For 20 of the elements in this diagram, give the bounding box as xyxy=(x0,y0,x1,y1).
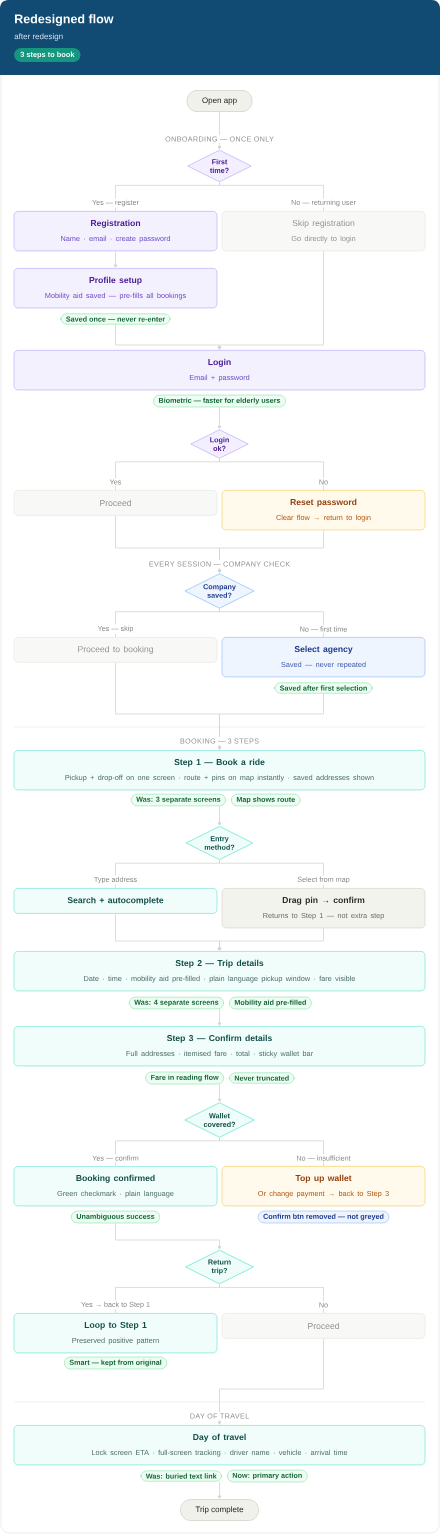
terminal-pill: Trip complete xyxy=(180,1499,259,1521)
connector-arrow xyxy=(217,1338,324,1425)
connector-arrow xyxy=(217,529,324,573)
connector-arrow xyxy=(217,693,324,750)
process-box: Proceed xyxy=(13,490,218,516)
process-box: Search + autocomplete xyxy=(13,888,218,914)
connector-arrow xyxy=(217,250,324,350)
connector-arrow xyxy=(217,1008,222,1026)
connector-arrow xyxy=(217,1083,222,1102)
process-box: Proceed to booking xyxy=(13,637,218,663)
connector-arrow xyxy=(217,111,222,150)
heading: Redesigned flow xyxy=(15,14,114,26)
connector-arrow xyxy=(115,1222,222,1250)
connector-arrow xyxy=(217,406,222,429)
connector-arrow xyxy=(217,1481,222,1499)
process-box: Proceed xyxy=(221,1313,426,1339)
terminal-pill: Open app xyxy=(186,90,253,112)
connector-arrow xyxy=(113,250,118,268)
connector-arrow xyxy=(217,805,222,826)
connector-arrow xyxy=(217,927,324,951)
